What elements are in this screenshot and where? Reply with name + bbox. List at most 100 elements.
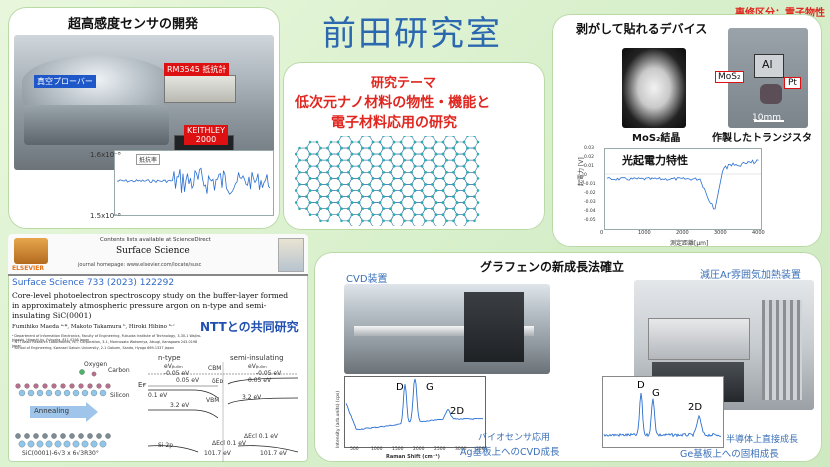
lattice-hexagon [295,184,311,197]
al-electrode [754,54,784,78]
lattice-hexagon [432,214,447,226]
silicon-atom [54,440,62,448]
lattice-atom [424,158,427,162]
lattice-atom [420,201,424,204]
lattice-atom [326,207,329,210]
fig-sic: SiC(0001)-6√3 x 6√3R30° [22,450,99,457]
silicon-atom [18,389,26,397]
lattice-atom [389,146,392,150]
lattice-atom [466,136,469,138]
lattice-atom [420,152,424,156]
lattice-atom [455,152,459,156]
lattice-atom [445,136,448,138]
pv-ytick: 0 [584,173,587,178]
fig-e3: 0.05 eV [176,377,200,384]
raman-right-peak-g: G [652,388,660,399]
lattice-atom [455,177,459,180]
ge-growth-label: Ge基板上への固相成長 [680,449,779,460]
lattice-hexagon [442,208,458,222]
transistor-caption: 作製したトランジスタ [712,133,812,144]
lattice-atom [455,140,459,144]
lattice-atom [326,183,329,186]
lattice-atom [441,189,445,192]
elsevier-logo [14,238,48,264]
lattice-atom [410,158,413,162]
carbon-atom [60,383,66,389]
lattice-atom [410,146,413,150]
lattice-hexagon [463,196,479,209]
silicon-atom [54,389,62,397]
lattice-atom [340,136,343,138]
lattice-atom [357,140,361,144]
carbon-atom [69,383,75,389]
lattice-hexagon [463,147,479,161]
lattice-atom [476,201,480,204]
lattice-atom [382,136,385,138]
theme-line1: 研究テーマ [371,76,437,91]
lattice-atom [340,171,343,174]
lattice-atom [295,164,298,168]
lattice-atom [315,213,319,216]
lattice-atom [371,152,375,156]
lattice-atom [466,183,469,186]
lattice-atom [382,183,385,186]
raman-right-peak-2d: 2D [688,402,703,413]
lattice-atom [305,207,308,210]
lattice-atom [466,158,469,162]
lattice-hexagon [295,147,311,161]
lattice-atom [410,136,413,138]
gas-lines [762,300,802,400]
carbon-atom [42,383,48,389]
fig-silicon: Silicon [110,392,130,399]
lattice-atom [473,195,476,198]
lattice-atom [413,140,417,144]
silicon-atom [18,440,26,448]
lattice-hexagon [442,184,458,197]
graphene-lattice [295,136,480,226]
lattice-hexagon [316,147,332,161]
lattice-atom [378,140,382,144]
fig-carbon: Carbon [108,367,130,374]
fig-e1: eVᵦᵤ₀ₘ [164,363,183,370]
lattice-atom [410,183,413,186]
lattice-atom [308,164,312,168]
lattice-hexagon [358,196,374,209]
lattice-atom [368,195,371,198]
lattice-atom [392,201,396,204]
lattice-hexagon [337,208,353,222]
lattice-atom [476,213,480,216]
carbon-atom [105,383,111,389]
lattice-atom [431,195,434,198]
lattice-atom [455,189,459,192]
lattice-atom [382,219,385,223]
lattice-atom [473,158,476,162]
pv-ytick: -0.03 [584,200,596,205]
lattice-atom [403,219,406,223]
affil-c: ᶜ School of Engineering, Kwansei Gakuin … [12,346,175,350]
lattice-hexagon [421,184,437,197]
pv-ytick: -0.01 [584,182,596,187]
raman-left-peak-2d: 2D [450,406,465,417]
lattice-atom [476,152,480,156]
lattice-hexagon [463,208,479,222]
lattice-hexagon [337,159,353,173]
fig-cbm: CBM [208,365,222,372]
lattice-hexagon [421,208,437,222]
lattice-hexagon [442,196,458,209]
lattice-hexagon [358,184,374,197]
lattice-atom [336,177,340,180]
lattice-atom [350,213,354,216]
lattice-hexagon [421,147,437,161]
lattice-atom [378,213,382,216]
carbon-atom [51,383,57,389]
affil-a: ᵃ Department of Information Electronics,… [12,334,202,342]
lattice-atom [399,152,403,156]
lattice-atom [347,136,350,138]
lattice-atom [371,164,375,168]
carbon-atom [33,433,39,439]
raman-left-ylabel: Intensity (arb.units) (cps) [336,390,341,448]
lattice-hexagon [369,165,384,179]
journal-cover [278,238,304,272]
scalebar-line [754,120,784,122]
lattice-atom [368,158,371,162]
